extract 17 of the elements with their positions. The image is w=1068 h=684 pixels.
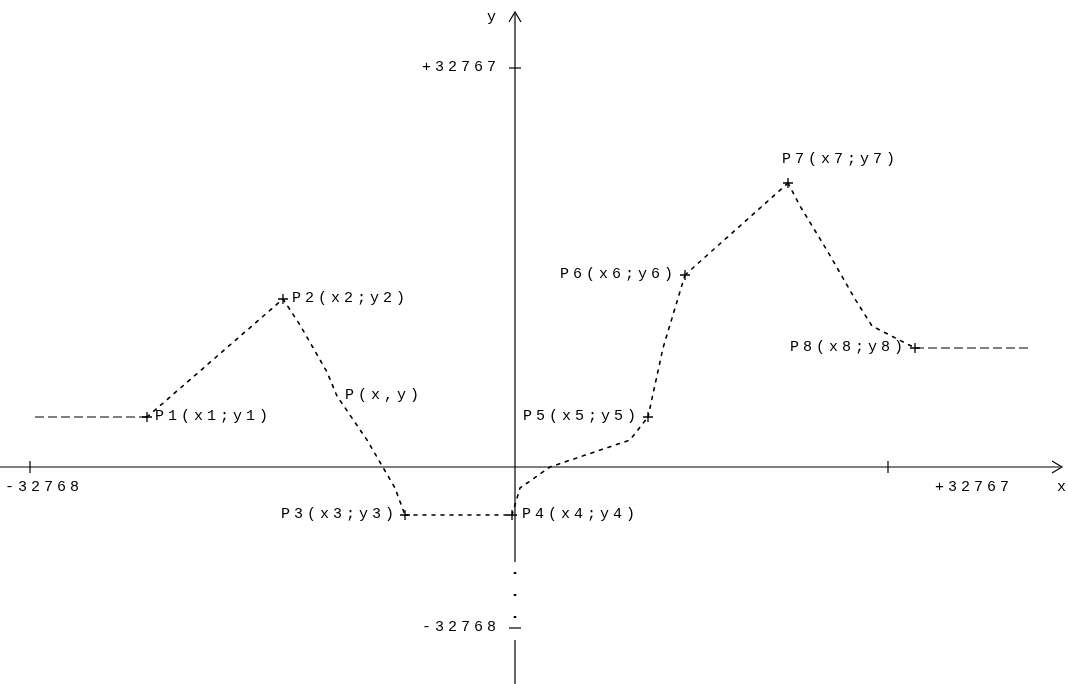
point-label: P3(x3;y3) [281, 506, 398, 524]
point-label: P7(x7;y7) [782, 151, 899, 169]
point-label: P5(x5;y5) [523, 408, 640, 426]
dotted-curve [282, 298, 406, 516]
point-label: P6(x6;y6) [560, 266, 677, 284]
tick-label: +32767 [935, 479, 1013, 497]
point-label: P8(x8;y8) [790, 339, 907, 357]
tick-label: +32767 [422, 59, 500, 77]
point-label: P4(x4;y4) [522, 506, 639, 524]
tick-label: -32768 [422, 619, 500, 637]
tick-label: -32768 [5, 479, 83, 497]
point-label: P(x,y) [345, 387, 423, 405]
point-label: P2(x2;y2) [292, 290, 409, 308]
point-label: P1(x1;y1) [155, 408, 272, 426]
axis-label: x [1057, 479, 1068, 497]
dotted-curve [684, 182, 789, 276]
axis-label: y [487, 9, 500, 27]
